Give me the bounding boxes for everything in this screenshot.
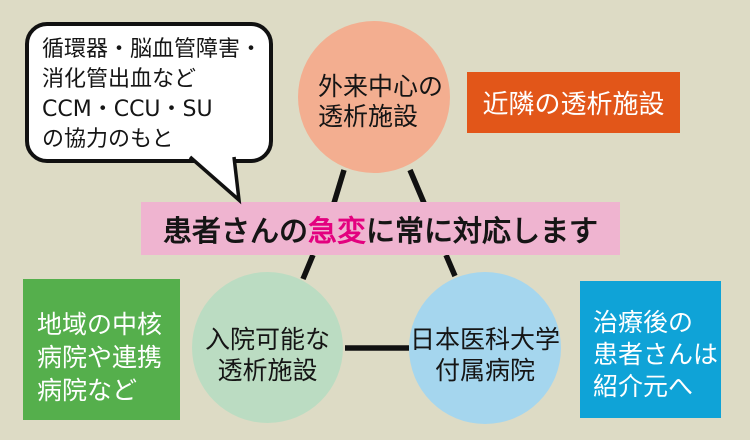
label-regional-core-hospitals: 地域の中核 病院や連携 病院など — [23, 279, 180, 420]
emergency-response-banner: 患者さんの急変に常に対応します — [141, 202, 620, 255]
node-inpatient-line2: 透析施設 — [217, 356, 318, 385]
node-inpatient-dialysis-circle: 入院可能な 透析施設 — [192, 272, 343, 423]
banner-text-highlight: 急変 — [307, 213, 366, 248]
label-regional-line1: 地域の中核 — [37, 310, 163, 339]
cooperation-callout-bubble: 循環器・脳血管障害・ 消化管出血など CCM・CCU・SU の協力のもと — [25, 22, 273, 163]
edge-banner-to-university — [443, 253, 458, 278]
node-university-hospital-circle: 日本医科大学 付属病院 — [409, 272, 561, 424]
node-university-line1: 日本医科大学 — [409, 325, 560, 354]
label-referral-line2: 患者さんは — [593, 340, 719, 369]
callout-line1: 循環器・脳血管障害・ — [42, 37, 263, 62]
label-referral-return: 治療後の 患者さんは 紹介元へ — [580, 281, 721, 418]
callout-tail-shape — [188, 155, 242, 205]
label-neighboring-facilities: 近隣の透析施設 — [467, 72, 680, 133]
node-university-line2: 付属病院 — [434, 356, 535, 385]
node-inpatient-line1: 入院可能な — [204, 325, 330, 354]
node-outpatient-line1: 外来中心の — [318, 72, 444, 101]
callout-line3: CCM・CCU・SU — [42, 97, 213, 122]
label-regional-line3: 病院など — [37, 376, 138, 405]
banner-text-after: に常に対応します — [366, 213, 599, 248]
label-regional-line2: 病院や連携 — [37, 343, 163, 372]
edge-top-to-banner-left — [331, 169, 347, 204]
node-outpatient-dialysis-circle: 外来中心の 透析施設 — [298, 21, 450, 173]
callout-line4: の協力のもと — [42, 127, 174, 152]
banner-text-before: 患者さんの — [162, 213, 308, 248]
label-referral-line1: 治療後の — [593, 308, 694, 337]
label-neighbor-text: 近隣の透析施設 — [482, 90, 665, 120]
label-referral-line3: 紹介元へ — [593, 372, 694, 401]
edge-top-to-banner-right — [407, 168, 427, 205]
edge-banner-to-inpatient — [300, 253, 316, 281]
node-outpatient-line2: 透析施設 — [318, 102, 419, 131]
callout-line2: 消化管出血など — [42, 67, 197, 92]
